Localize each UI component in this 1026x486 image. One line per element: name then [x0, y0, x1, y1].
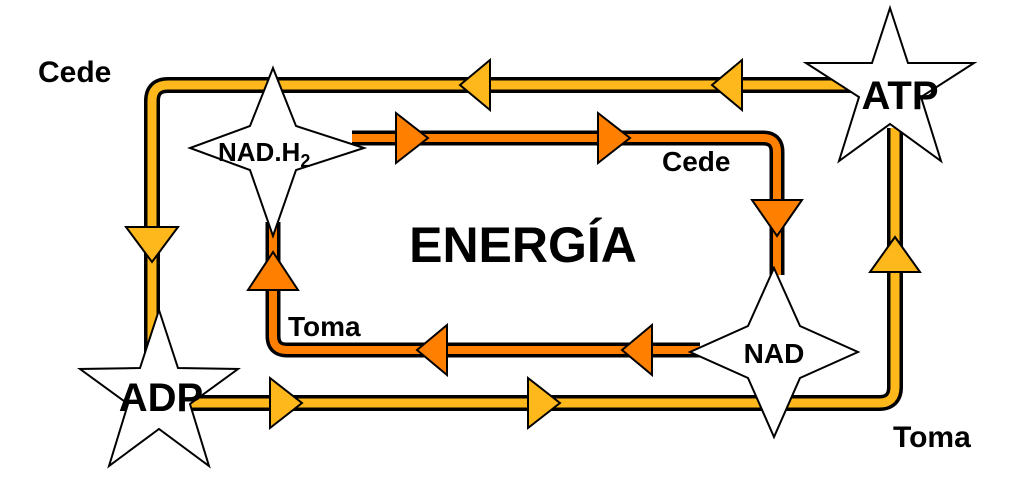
outer-arrow-top-2: [710, 57, 743, 113]
inner-loop-band: [269, 134, 781, 354]
nadh2-label-main: NAD.H: [218, 137, 300, 167]
outer-loop: [124, 57, 922, 431]
inner-arrow-left: [246, 250, 300, 291]
inner-arrow-right: [750, 199, 804, 238]
inner-arrow-top-2: [597, 110, 632, 166]
outer-arrow-bottom-2: [527, 375, 562, 431]
inner-arrow-bottom-2: [415, 322, 448, 378]
outer-arrow-right: [868, 235, 922, 273]
atp-label: ATP: [861, 74, 938, 118]
outer-arrow-top-1: [458, 57, 491, 113]
atp-star-icon: [802, 4, 978, 164]
nad-node: NAD: [687, 265, 861, 440]
diagram-title: ENERGÍA: [409, 217, 637, 273]
toma-bottom-label: Toma: [893, 421, 971, 454]
cede-top-label: Cede: [38, 56, 111, 89]
nadh2-star-icon: [187, 65, 368, 240]
adp-star-icon: [76, 306, 242, 469]
inner-arrow-top-1: [395, 110, 430, 166]
outer-arrow-bottom-1: [269, 375, 304, 431]
inner-loop: [246, 110, 804, 378]
outer-loop-band: [147, 80, 900, 408]
adp-node: ADP: [76, 306, 242, 469]
nadh2-label-subscript: 2: [300, 151, 310, 171]
cede-inner-label: Cede: [662, 146, 730, 177]
nadh2-node: NAD.H2: [187, 65, 368, 240]
nadh2-label: NAD.H2: [218, 137, 310, 171]
inner-arrow-bottom-1: [620, 322, 653, 378]
nad-label: NAD: [744, 338, 805, 369]
adp-label: ADP: [119, 376, 203, 420]
toma-inner-label: Toma: [288, 311, 361, 342]
outer-arrow-left: [124, 226, 180, 264]
nad-star-icon: [687, 265, 861, 440]
atp-node: ATP: [802, 4, 978, 164]
